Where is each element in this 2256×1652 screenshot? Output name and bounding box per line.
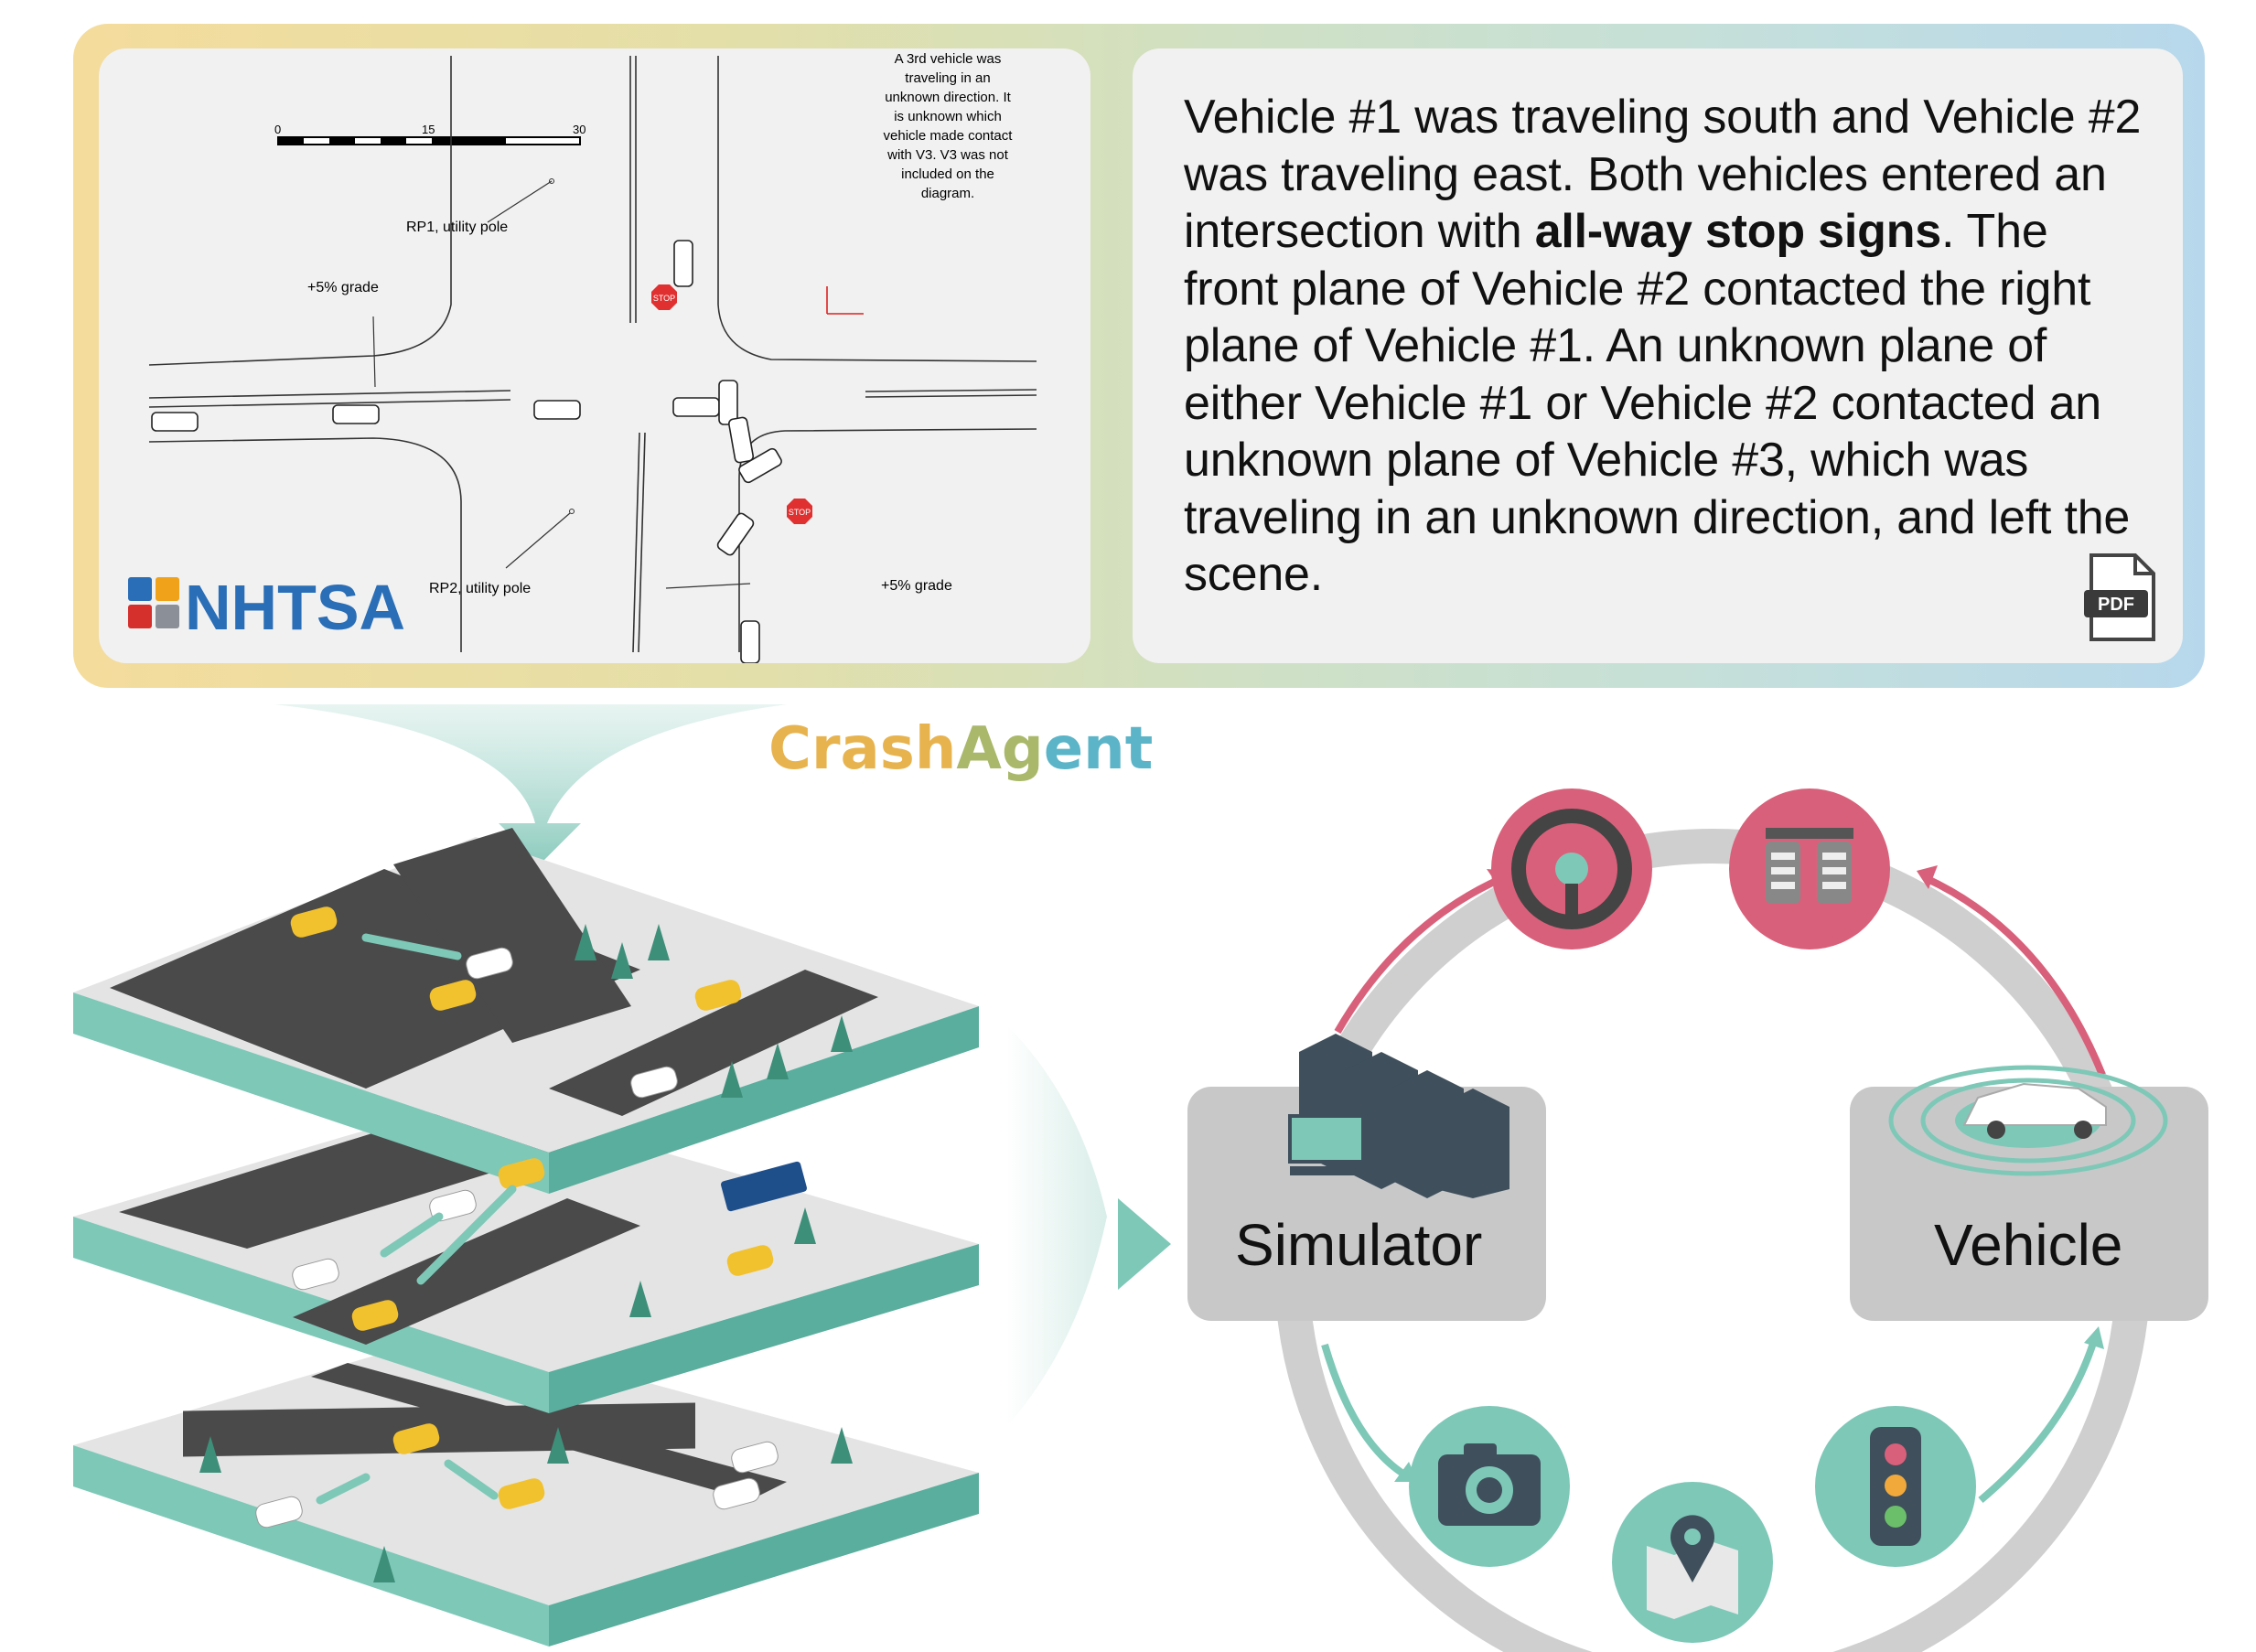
rp1-label: RP1, utility pole bbox=[406, 220, 508, 235]
nhtsa-logo-text: NHTSA bbox=[185, 572, 405, 643]
computer-server-icon bbox=[1288, 1034, 1509, 1198]
map-pin-icon bbox=[1612, 1482, 1773, 1643]
svg-text:A 3rd vehicle was: A 3rd vehicle was bbox=[895, 51, 1002, 67]
scene-layer-top bbox=[73, 828, 979, 1194]
crash-diagram-card: 0 15 30 bbox=[99, 48, 1090, 663]
svg-text:traveling in an: traveling in an bbox=[905, 70, 990, 86]
pedals-icon bbox=[1729, 788, 1890, 949]
connected-car-icon bbox=[1888, 1065, 2168, 1176]
scale-label-0: 0 bbox=[274, 123, 281, 136]
steering-wheel-icon bbox=[1491, 788, 1652, 949]
rp2-label: RP2, utility pole bbox=[429, 581, 531, 596]
side-arrow bbox=[1118, 1198, 1171, 1290]
svg-text:with V3. V3 was not: with V3. V3 was not bbox=[886, 147, 1009, 163]
stop-sign-1: STOP bbox=[651, 284, 677, 310]
pdf-file-icon: PDF bbox=[2084, 552, 2157, 643]
crash-diagram: 0 15 30 bbox=[128, 51, 1037, 663]
scale-label-30: 30 bbox=[573, 123, 585, 136]
scale-bar: 0 15 30 bbox=[274, 123, 585, 145]
crash-description: Vehicle #1 was traveling south and Vehic… bbox=[1184, 91, 2142, 601]
crash-description-card: Vehicle #1 was traveling south and Vehic… bbox=[1133, 48, 2183, 663]
svg-text:included on the: included on the bbox=[901, 166, 994, 182]
trees bbox=[199, 924, 853, 1582]
svg-text:is unknown which: is unknown which bbox=[894, 109, 1002, 124]
grade-label-2: +5% grade bbox=[881, 578, 952, 594]
crashagent-title: CrashAgent bbox=[768, 715, 1154, 783]
grade-label-1: +5% grade bbox=[307, 280, 379, 295]
svg-text:PDF: PDF bbox=[2098, 595, 2134, 615]
svg-text:diagram.: diagram. bbox=[921, 186, 974, 201]
traffic-light-icon bbox=[1815, 1406, 1976, 1567]
teal-arc-left bbox=[1321, 1343, 1412, 1481]
motion-arrows bbox=[316, 933, 517, 1505]
funnel-arrow bbox=[274, 704, 787, 864]
svg-text:unknown direction. It: unknown direction. It bbox=[885, 90, 1011, 105]
stop-sign-2: STOP bbox=[787, 499, 812, 524]
diagram-vehicles bbox=[151, 240, 782, 663]
teal-arc-right bbox=[1978, 1336, 2099, 1504]
red-arc-right bbox=[1924, 874, 2106, 1077]
diagram-note: A 3rd vehicle was traveling in an unknow… bbox=[884, 51, 1014, 201]
vehicle-label: Vehicle bbox=[1934, 1212, 2123, 1278]
svg-text:STOP: STOP bbox=[653, 294, 675, 303]
scene-layer-bottom bbox=[73, 1331, 979, 1647]
svg-text:vehicle made contact: vehicle made contact bbox=[884, 128, 1014, 144]
red-arc-left bbox=[1334, 874, 1504, 1034]
simulator-label: Simulator bbox=[1235, 1212, 1483, 1278]
nhtsa-logo: NHTSA bbox=[128, 572, 405, 643]
camera-icon bbox=[1409, 1406, 1570, 1567]
north-arrow bbox=[826, 286, 864, 315]
scale-label-15: 15 bbox=[422, 123, 435, 136]
svg-text:STOP: STOP bbox=[789, 508, 811, 517]
